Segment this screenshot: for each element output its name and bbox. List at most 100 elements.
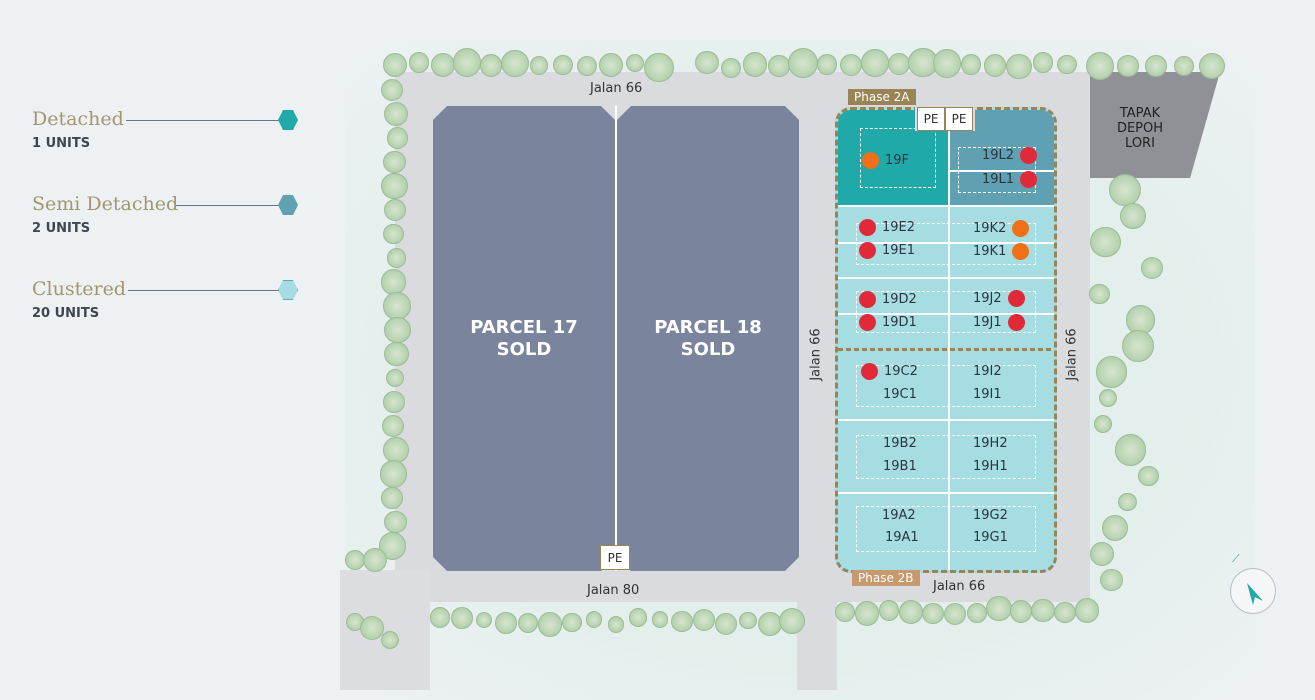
legend-detached[interactable]: Detached 1 UNITS — [32, 108, 298, 151]
tree-icon — [363, 548, 387, 572]
row-line — [838, 205, 1054, 207]
unit-19K2[interactable]: 19K2 — [973, 220, 1030, 237]
unit-label: 19D2 — [882, 292, 917, 307]
tree-icon — [720, 57, 742, 78]
tree-icon — [1009, 600, 1033, 623]
legend-semi-detached[interactable]: Semi Detached 2 UNITS — [32, 193, 298, 236]
tree-icon — [475, 612, 493, 629]
tree-icon — [384, 341, 409, 367]
unit-19G2[interactable]: 19G2 — [973, 508, 1008, 523]
unit-19H2[interactable]: 19H2 — [973, 436, 1008, 451]
legend-line — [126, 120, 282, 121]
depot-line2: DEPOH LORI — [1116, 121, 1164, 151]
legend-clustered[interactable]: Clustered 20 UNITS — [32, 278, 298, 321]
unit-19C2[interactable]: 19C2 — [861, 363, 918, 380]
legend-line — [128, 290, 282, 291]
road-label-right: Jalan 66 — [1064, 328, 1080, 381]
tree-icon — [651, 611, 669, 628]
unit-19F[interactable]: 19F — [862, 152, 909, 169]
parcel-divider — [615, 106, 617, 571]
tree-icon — [607, 615, 625, 633]
sold-dot-icon — [1020, 147, 1038, 164]
north-indicator-icon: ⟋ — [1232, 552, 1240, 565]
unit-label: 19B2 — [883, 436, 917, 451]
unit-19D1[interactable]: 19D1 — [859, 314, 917, 331]
tree-icon — [1096, 356, 1128, 388]
unit-19B1[interactable]: 19B1 — [883, 459, 917, 474]
tree-icon — [1090, 226, 1121, 258]
parcel-status: SOLD — [680, 338, 736, 360]
tree-icon — [960, 54, 982, 76]
parcel-status: SOLD — [496, 338, 552, 360]
tree-icon — [517, 612, 539, 633]
unit-19E2[interactable]: 19E2 — [859, 219, 915, 236]
row-line — [838, 277, 1054, 279]
plot-outline — [856, 365, 1036, 407]
tree-icon — [599, 53, 623, 78]
unit-label: 19J1 — [973, 315, 1002, 330]
hexagon-icon — [278, 110, 298, 130]
tree-icon — [1145, 55, 1167, 77]
tree-icon — [381, 78, 404, 102]
sold-dot-icon — [1007, 290, 1025, 307]
compass-icon[interactable] — [1230, 568, 1276, 614]
tree-icon — [1031, 598, 1055, 623]
unit-label: 19J2 — [973, 291, 1002, 306]
tree-icon — [383, 391, 405, 413]
unit-label: 19E2 — [882, 220, 916, 235]
road-label-bottom: Jalan 80 — [587, 583, 640, 598]
tree-icon — [695, 51, 719, 75]
plot-outline — [958, 147, 1036, 193]
unit-19H1[interactable]: 19H1 — [973, 459, 1008, 474]
unit-19J2[interactable]: 19J2 — [973, 290, 1025, 307]
pe-box: PE — [917, 107, 945, 131]
plot-outline — [856, 291, 1036, 333]
unit-19E1[interactable]: 19E1 — [859, 242, 915, 259]
tree-icon — [429, 607, 451, 629]
tree-icon — [1125, 305, 1155, 335]
depot-line1: TAPAK — [1119, 106, 1161, 121]
unit-19A2[interactable]: 19A2 — [882, 508, 916, 523]
unit-19J1[interactable]: 19J1 — [973, 314, 1025, 331]
tree-icon — [386, 248, 407, 268]
hexagon-icon — [278, 195, 298, 215]
row-line — [838, 242, 1054, 244]
plot-outline — [856, 506, 1036, 552]
legend-label: Clustered — [32, 278, 126, 300]
unit-19K1[interactable]: 19K1 — [973, 243, 1030, 260]
legend-units: 1 UNITS — [32, 136, 91, 151]
tree-icon — [899, 600, 923, 625]
tree-icon — [382, 415, 405, 437]
tree-icon — [714, 613, 738, 636]
unit-label: 19K1 — [973, 244, 1007, 259]
tree-icon — [742, 52, 768, 77]
unit-19B2[interactable]: 19B2 — [883, 436, 917, 451]
row-line — [838, 419, 1054, 421]
phase-2-block — [835, 107, 1057, 573]
unit-19C1[interactable]: 19C1 — [883, 387, 917, 402]
unit-19G1[interactable]: 19G1 — [973, 530, 1008, 545]
tree-icon — [379, 460, 408, 488]
unit-19I2[interactable]: 19I2 — [973, 364, 1002, 379]
unit-19D2[interactable]: 19D2 — [859, 291, 917, 308]
tree-icon — [380, 269, 407, 295]
legend-units: 20 UNITS — [32, 306, 100, 321]
unit-19I1[interactable]: 19I1 — [973, 387, 1002, 402]
unit-19A1[interactable]: 19A1 — [885, 530, 919, 545]
tree-icon — [1090, 542, 1114, 566]
tree-icon — [387, 127, 409, 149]
reserved-dot-icon — [1012, 243, 1030, 260]
tree-icon — [383, 198, 406, 222]
sold-dot-icon — [859, 219, 876, 236]
tree-icon — [1198, 52, 1226, 80]
tree-icon — [861, 49, 889, 77]
tree-icon — [878, 600, 900, 621]
unit-19L1[interactable]: 19L1 — [982, 171, 1038, 188]
tree-icon — [1057, 55, 1077, 75]
tree-icon — [1121, 330, 1154, 362]
legend-label: Semi Detached — [32, 193, 179, 215]
tree-icon — [383, 101, 409, 127]
unit-19L2[interactable]: 19L2 — [982, 147, 1038, 164]
